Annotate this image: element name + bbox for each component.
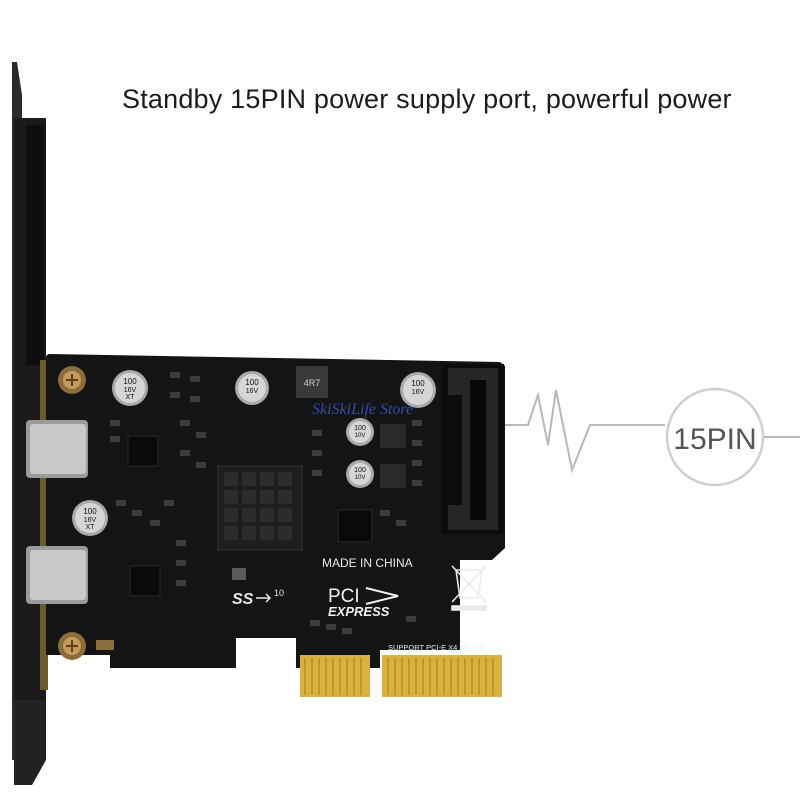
ic-chip-left-top bbox=[127, 435, 159, 467]
callout-line bbox=[505, 389, 665, 474]
cap-text: 16V bbox=[84, 517, 97, 524]
smd-components bbox=[96, 372, 422, 650]
svg-text:SS: SS bbox=[232, 591, 254, 608]
inductor-small-b bbox=[380, 464, 406, 488]
pci-express-label: EXPRESS bbox=[328, 604, 390, 619]
cap-text: 100 bbox=[411, 379, 425, 388]
store-watermark: SkiSkiLife Store bbox=[312, 401, 413, 418]
capacitor-top-mid: 100 16V bbox=[235, 371, 269, 405]
inductor bbox=[296, 366, 328, 398]
caption-text: Standby 15PIN power supply port, powerfu… bbox=[122, 84, 732, 114]
cap-text: XT bbox=[126, 394, 136, 401]
capacitor-top-right: 100 16V bbox=[400, 372, 436, 408]
usb-c-port-top bbox=[26, 420, 88, 478]
superspeed-logo: SS 10 bbox=[232, 588, 284, 608]
pci-logo: PCI bbox=[328, 586, 360, 607]
cap-text: 16V bbox=[412, 389, 425, 396]
screw-top bbox=[58, 366, 86, 394]
pci-logo-arrow bbox=[365, 587, 399, 605]
capacitor-top-left: 100 16V XT bbox=[112, 370, 148, 406]
sata-15pin-connector bbox=[442, 364, 504, 534]
ic-chip-left-bottom bbox=[129, 565, 161, 597]
capacitor-small-b: 100 10V bbox=[346, 460, 374, 488]
cap-text: 16V bbox=[246, 388, 259, 395]
usb-speed-label: 10 bbox=[274, 588, 284, 598]
cap-text: 100 bbox=[354, 467, 366, 474]
cap-text: 100 bbox=[83, 507, 97, 516]
cap-text: 100 bbox=[245, 378, 259, 387]
support-label: SUPPORT PCI-E X4 X8 X16 bbox=[388, 643, 484, 652]
capacitor-bottom-left: 100 16V XT bbox=[72, 500, 108, 536]
heatsink bbox=[217, 465, 303, 551]
cap-text: 100 bbox=[123, 377, 137, 386]
cap-text: 10V bbox=[355, 433, 366, 439]
weee-bin-icon bbox=[451, 565, 487, 611]
ic-chip-center bbox=[337, 509, 373, 543]
gold-fingers bbox=[300, 655, 502, 697]
callout-label: 15PIN bbox=[673, 423, 756, 456]
cap-text: 100 bbox=[354, 425, 366, 432]
cap-text: XT bbox=[86, 524, 96, 531]
inductor-label: 4R7 bbox=[304, 378, 321, 388]
usb-c-port-bottom bbox=[26, 546, 88, 604]
cap-text: 16V bbox=[124, 387, 137, 394]
made-in-label: MADE IN CHINA bbox=[322, 556, 413, 570]
cap-text: 10V bbox=[355, 475, 366, 481]
capacitor-small-a: 100 10V bbox=[346, 418, 374, 446]
inductor-small-a bbox=[380, 424, 406, 448]
callout-circle bbox=[665, 387, 765, 487]
screw-bottom bbox=[58, 632, 86, 660]
